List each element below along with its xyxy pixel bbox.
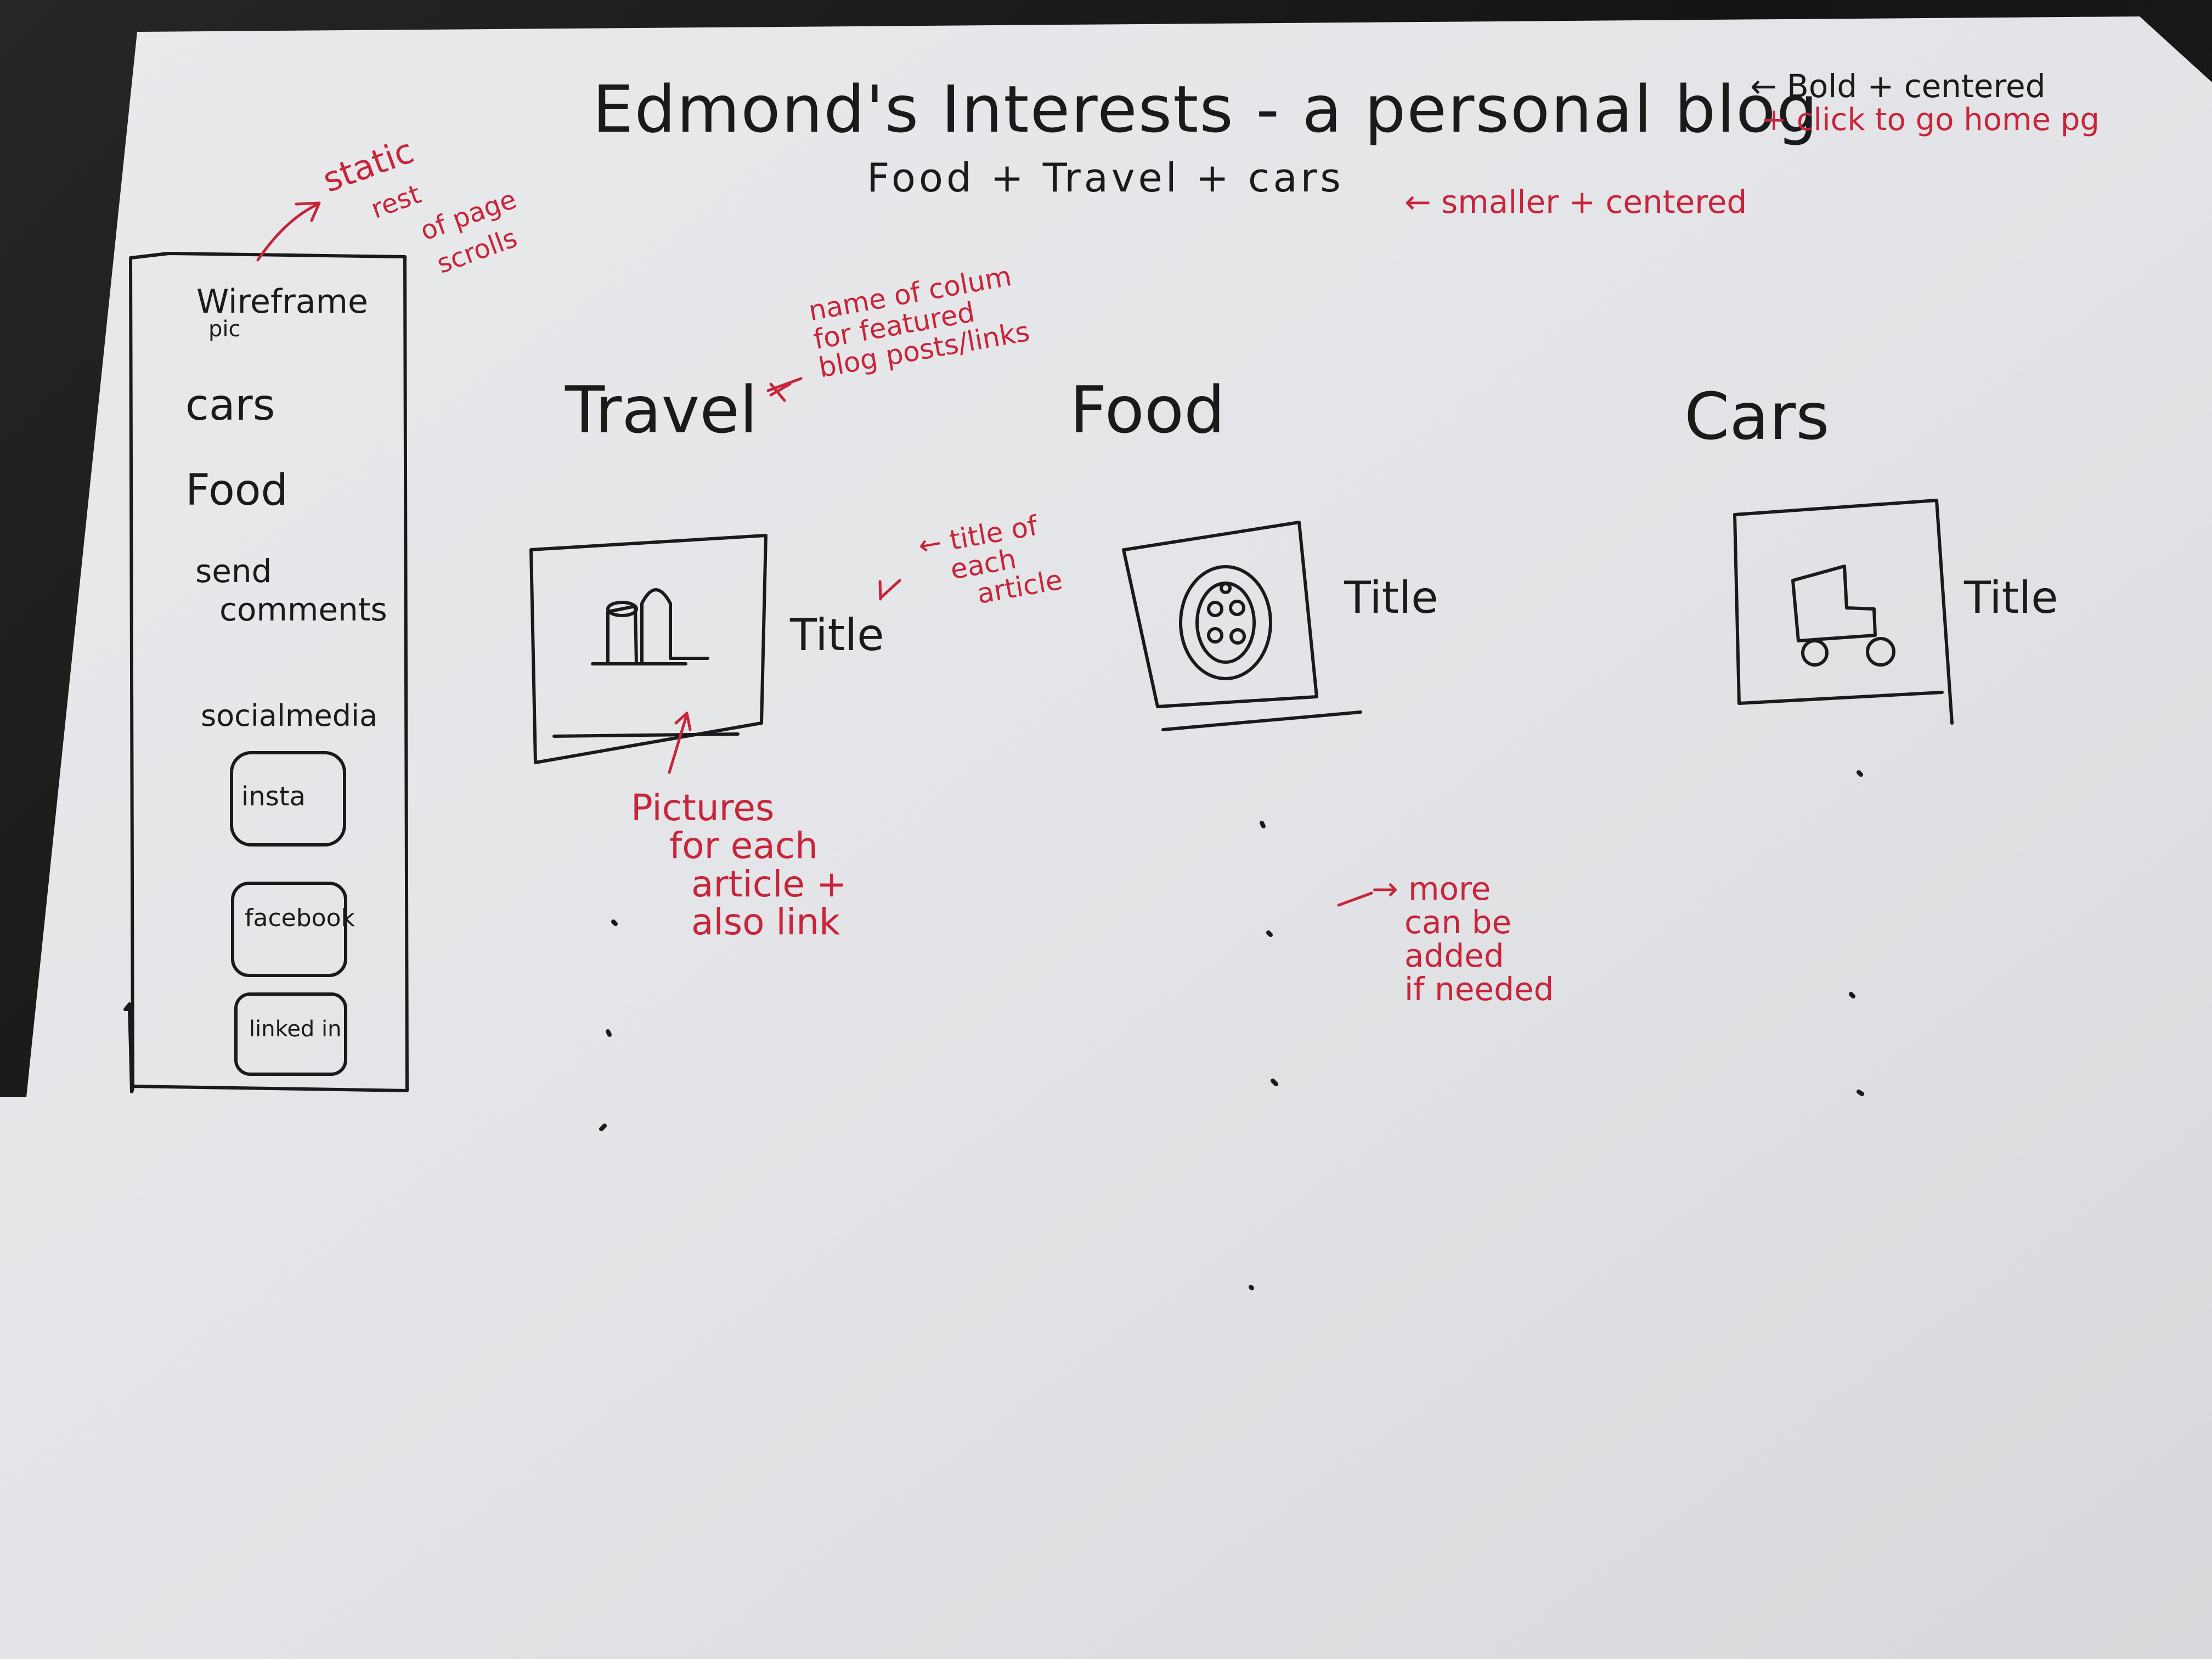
picture-note-line: Pictures [631,787,775,829]
sidebar-social-label: socialmedia [201,698,378,733]
page-subtitle: Food + Travel + cars [867,155,1344,201]
linkedin-button[interactable]: linked in [249,1017,342,1042]
picture-note-line: article + [691,862,847,905]
facebook-button[interactable]: facebook [245,904,355,932]
insta-box [230,751,346,847]
more-note-line: → more [1372,870,1491,907]
sidebar-frame [123,252,409,1093]
food-thumbnail-frame [1122,521,1318,708]
more-note-line: can be [1404,903,1512,941]
title-note-arrow-icon [878,579,901,601]
building-icon [591,588,709,665]
sidebar-item-cars[interactable]: cars [185,381,275,430]
facebook-box [231,882,347,977]
sidebar-note-arrow-icon [256,201,321,262]
column-heading-travel[interactable]: Travel [565,372,758,448]
article-title-food[interactable]: Title [1344,572,1438,623]
picture-note-line: also link [691,900,840,943]
picture-note: Pictures for each article + also link [631,789,847,941]
page-title[interactable]: Edmond's Interests - a personal blog [592,71,1819,147]
title-click-note: + click to go home pg [1761,102,2100,138]
sidebar-wireframe-label: Wireframe [196,283,368,321]
more-note: → more can be added if needed [1372,872,1554,1006]
truck-icon [1791,565,1895,667]
title-style-note: ← Bold + centered [1750,67,2046,105]
sidebar-wireframe-sub: pic [208,317,241,342]
sidebar-item-comments[interactable]: comments [219,591,387,628]
article-title-cars[interactable]: Title [1964,572,2058,623]
more-note-line: added [1404,936,1504,974]
more-note-arrow-icon [1337,891,1373,907]
cars-thumbnail-frame [1733,499,1954,725]
column-heading-food[interactable]: Food [1070,372,1225,448]
linkedin-box [234,992,347,1076]
plate-icon [1179,565,1272,680]
column-heading-cars[interactable]: Cars [1684,379,1830,454]
sidebar-item-send[interactable]: send [195,552,272,590]
column-note-arrow-icon [766,377,803,402]
subtitle-style-note: ← smaller + centered [1404,183,1747,221]
sidebar-item-food[interactable]: Food [185,466,289,515]
picture-note-arrow-icon [668,712,692,774]
picture-note-line: for each [669,825,818,867]
more-note-line: if needed [1404,970,1554,1008]
article-title-travel[interactable]: Title [790,610,884,661]
travel-thumbnail-frame [529,534,768,764]
insta-button[interactable]: insta [241,781,306,812]
